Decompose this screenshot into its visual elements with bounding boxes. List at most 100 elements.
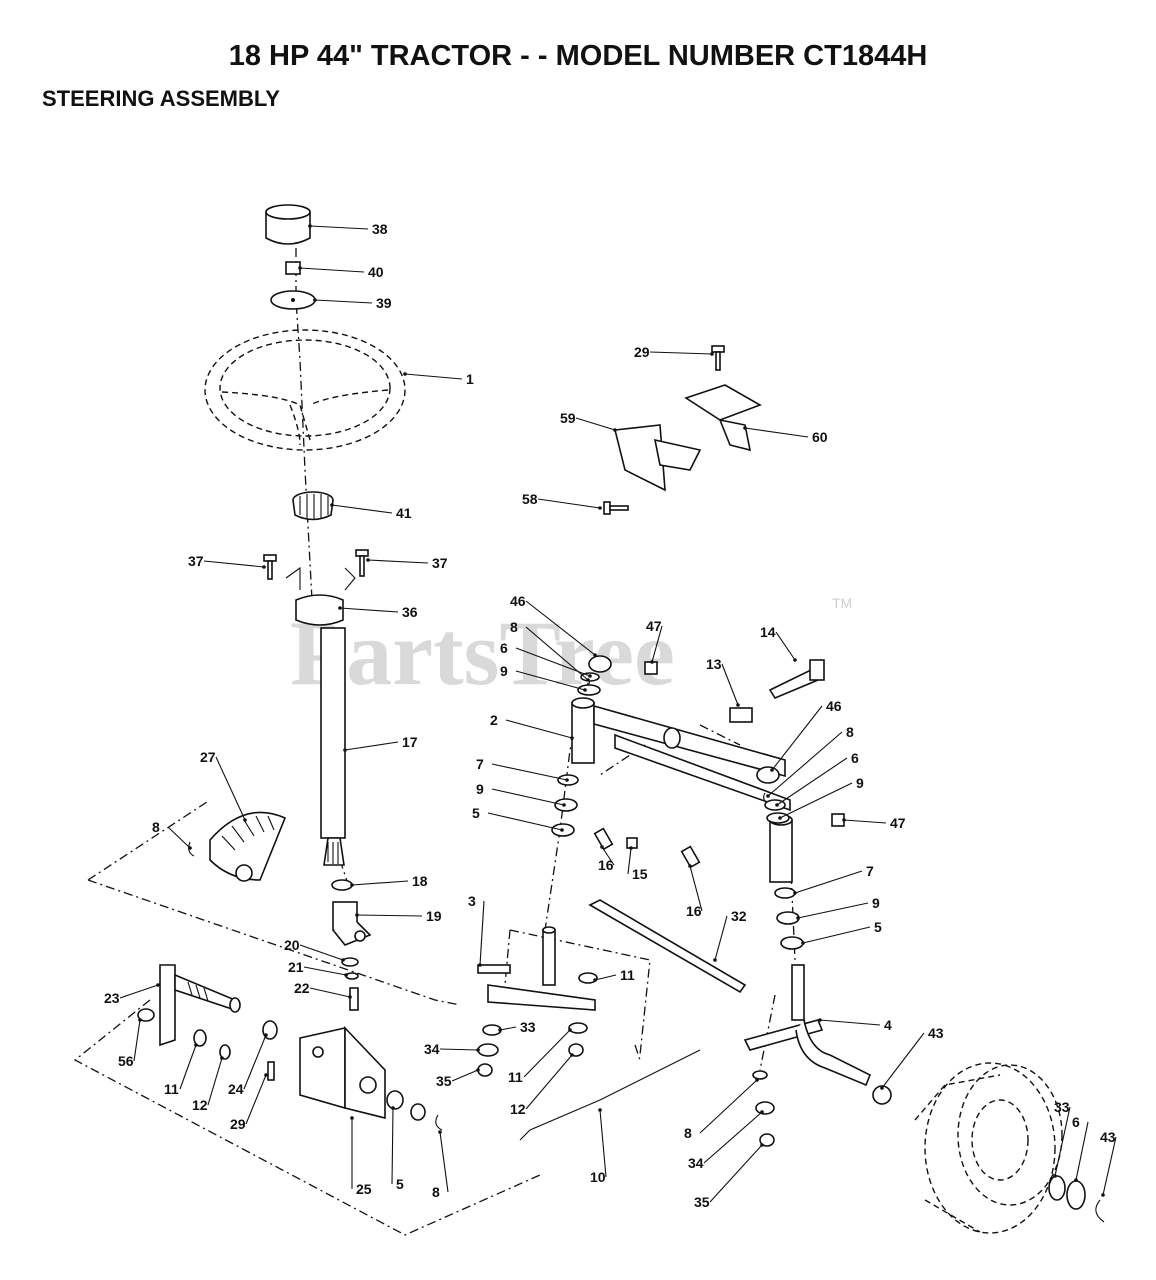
callout-leader — [339, 607, 399, 613]
callout-leader — [767, 731, 843, 797]
callout-leader — [525, 1054, 573, 1110]
callout-number: 19 — [426, 908, 442, 924]
callout-number: 10 — [590, 1169, 606, 1185]
callout: 43 — [880, 1025, 944, 1090]
callout-number: 4 — [884, 1017, 892, 1033]
callout: 8 — [152, 819, 192, 850]
callout-number: 1 — [466, 371, 474, 387]
callout-leader — [303, 966, 347, 976]
callout-arrowhead — [498, 1028, 502, 1032]
callout-number: 8 — [510, 619, 518, 635]
callout-number: 9 — [872, 895, 880, 911]
washer — [774, 887, 796, 899]
callout-arrowhead — [818, 1018, 822, 1022]
callout-number: 8 — [684, 1125, 692, 1141]
callout-leader — [439, 1048, 479, 1051]
callout: 9 — [778, 775, 864, 820]
steering-shaft — [320, 627, 346, 866]
callout-arrowhead — [880, 1086, 884, 1090]
callout-arrowhead — [344, 973, 348, 977]
callout-arrowhead — [598, 1108, 602, 1112]
callout-leader — [525, 600, 596, 656]
callout: 9 — [796, 895, 880, 920]
callout-leader — [391, 1107, 394, 1185]
bearing — [776, 911, 800, 925]
callout-number: 37 — [432, 555, 448, 571]
washer — [872, 1085, 892, 1105]
callout-leader — [491, 788, 565, 806]
callout-number: 56 — [118, 1053, 134, 1069]
callout-number: 39 — [376, 295, 392, 311]
callout-number: 15 — [632, 866, 648, 882]
washer — [270, 290, 316, 310]
callout-number: 33 — [520, 1019, 536, 1035]
callout-arrowhead — [766, 794, 770, 798]
callout-arrowhead — [350, 883, 354, 887]
bearing — [577, 684, 601, 696]
callout-arrowhead — [801, 941, 805, 945]
callout-number: 24 — [228, 1081, 244, 1097]
washer — [568, 1022, 588, 1034]
callout-leader — [179, 1044, 197, 1090]
callout-arrowhead — [793, 658, 797, 662]
callout-number: 3 — [468, 893, 476, 909]
callout: 34 — [688, 1110, 764, 1171]
callout: 4 — [818, 1017, 892, 1033]
callout-leader — [771, 705, 823, 771]
callout-arrowhead — [330, 503, 334, 507]
callout-arrowhead — [755, 1078, 759, 1082]
drag-link — [519, 1049, 701, 1141]
callout: 16 — [686, 864, 703, 919]
section-title: STEERING ASSEMBLY — [42, 86, 280, 111]
callout: 27 — [200, 749, 247, 822]
callout-number: 8 — [432, 1184, 440, 1200]
washer — [780, 936, 804, 950]
callout-arrowhead — [188, 846, 192, 850]
washer — [331, 879, 353, 891]
washer — [386, 1090, 404, 1110]
callout-number: 14 — [760, 624, 776, 640]
callout-leader — [599, 1109, 607, 1178]
spindle-left — [477, 926, 596, 1011]
callout-number: 16 — [686, 903, 702, 919]
callout-number: 22 — [294, 980, 310, 996]
callout-arrowhead — [264, 1033, 268, 1037]
callout-arrowhead — [710, 352, 714, 356]
callout-number: 37 — [188, 553, 204, 569]
callout-leader — [881, 1032, 925, 1089]
callout-number: 20 — [284, 937, 300, 953]
washer — [578, 972, 598, 984]
cap — [756, 766, 780, 784]
callout: 12 — [192, 1056, 224, 1113]
callout-leader — [331, 504, 393, 514]
callout: 33 — [498, 1019, 536, 1035]
callout-leader — [797, 902, 869, 919]
callout-number: 6 — [851, 750, 859, 766]
callout-arrowhead — [341, 958, 345, 962]
callout-leader — [1075, 1121, 1089, 1181]
nut — [568, 1043, 584, 1057]
callout-number: 12 — [510, 1101, 526, 1117]
callout-arrowhead — [775, 803, 779, 807]
callout-number: 46 — [826, 698, 842, 714]
callout: 6 — [1072, 1114, 1089, 1182]
watermark-text: PartsTree — [290, 602, 675, 704]
callout: 11 — [593, 967, 635, 983]
hairpin-clip — [1095, 1199, 1105, 1223]
callout-number: 11 — [508, 1069, 523, 1085]
callout: 46 — [510, 593, 597, 657]
callout-leader — [404, 373, 463, 380]
callout: 24 — [228, 1033, 268, 1097]
callout: 18 — [350, 873, 428, 889]
callout-leader — [779, 782, 853, 819]
callout: 43 — [1100, 1129, 1117, 1197]
callout-leader — [575, 417, 616, 431]
callout-number: 40 — [368, 264, 384, 280]
callout-leader — [451, 1069, 479, 1082]
callout-leader — [744, 427, 809, 438]
callout-leader — [133, 1019, 141, 1062]
callout-arrowhead — [478, 963, 482, 967]
bolt — [349, 987, 359, 1011]
column-support — [285, 566, 356, 626]
callout-arrowhead — [391, 1106, 395, 1110]
